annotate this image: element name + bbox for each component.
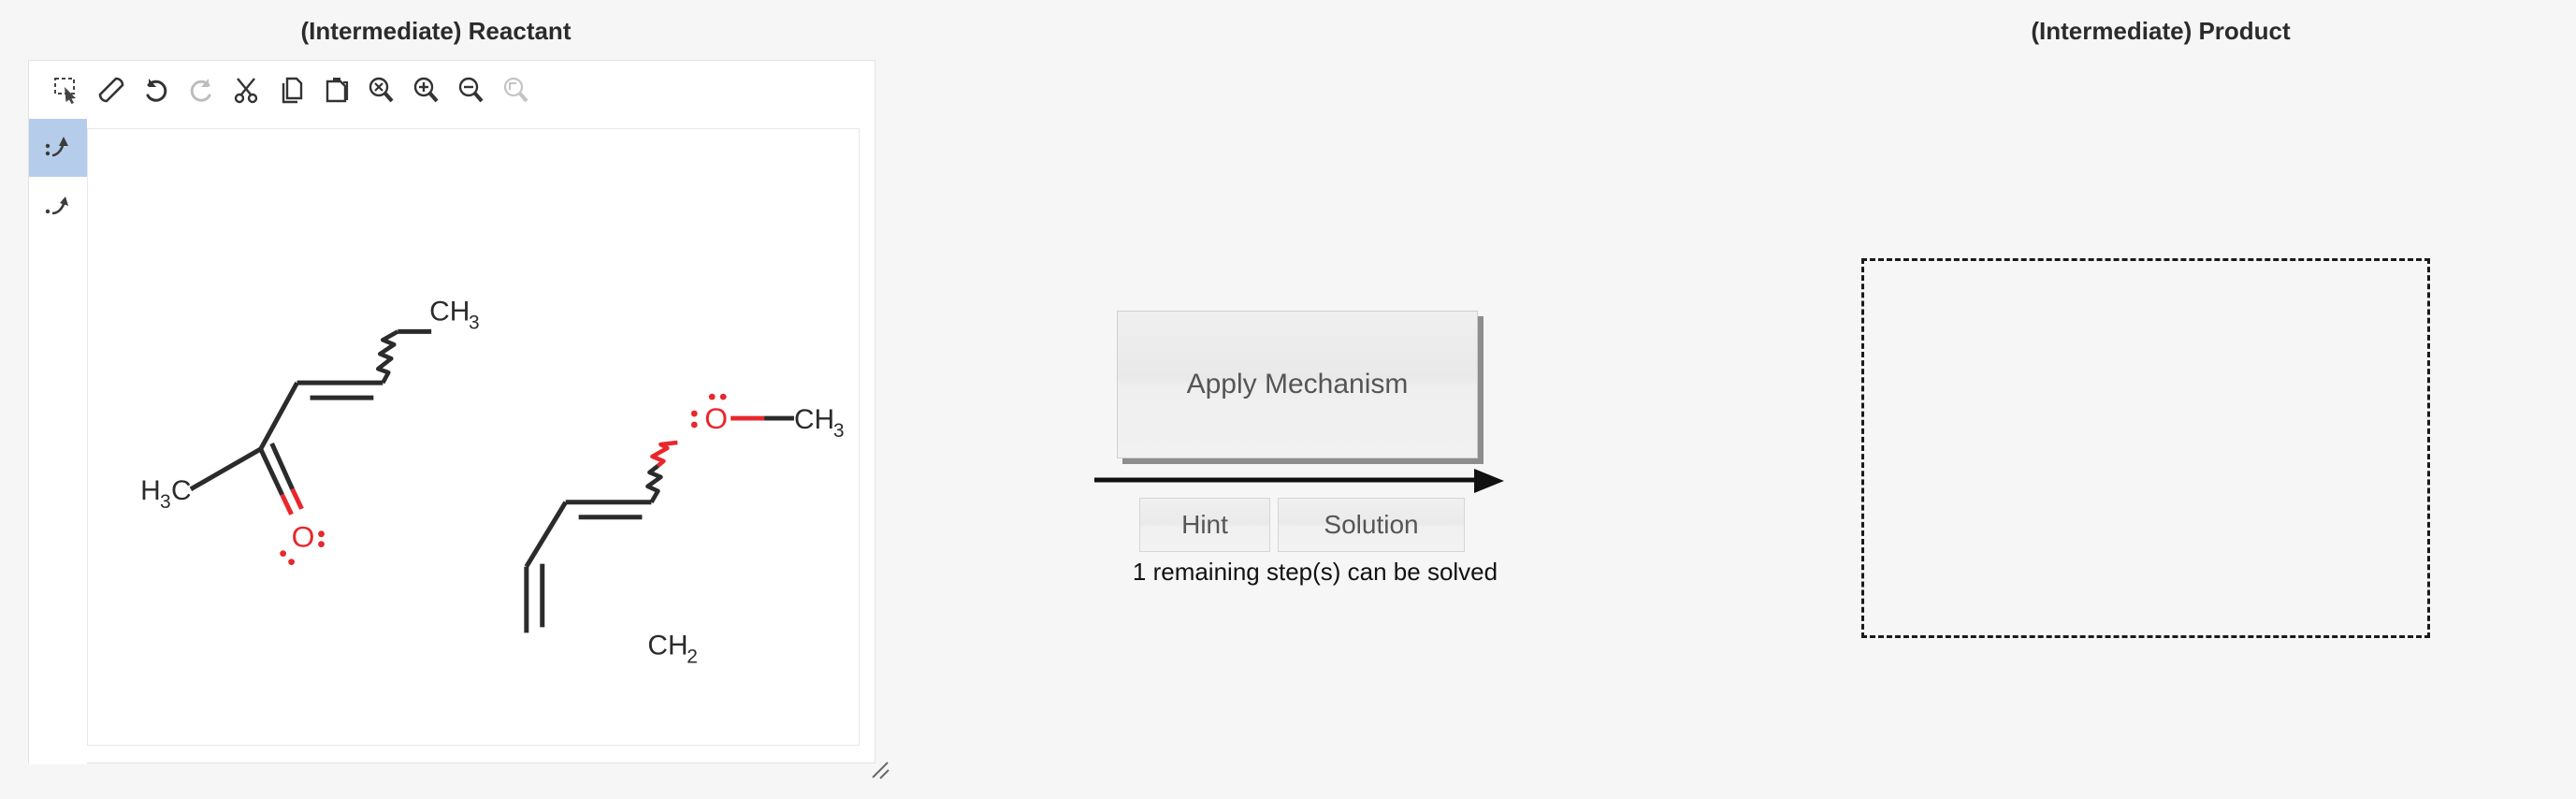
svg-text:CH: CH	[794, 404, 834, 435]
editor-tool-sidebar	[29, 119, 87, 764]
svg-text:H: H	[140, 475, 161, 506]
eraser-icon[interactable]	[89, 67, 134, 112]
apply-mechanism-button[interactable]: Apply Mechanism	[1117, 311, 1478, 458]
molecule-structures: H 3 C CH 3 O	[140, 296, 845, 667]
electron-pair-arrow-tool[interactable]	[29, 119, 87, 177]
molecule-editor-panel: H 3 C CH 3 O	[28, 60, 876, 764]
solution-button[interactable]: Solution	[1278, 498, 1465, 552]
select-icon[interactable]	[44, 67, 89, 112]
reaction-arrow-icon	[1094, 469, 1504, 493]
reactant-panel-title: (Intermediate) Reactant	[300, 17, 572, 45]
molecule-methoxybutadiene: CH 2 O CH 3	[524, 393, 845, 667]
undo-icon[interactable]	[134, 67, 179, 112]
svg-text:CH: CH	[647, 630, 687, 661]
zoom-in-icon[interactable]	[403, 67, 448, 112]
editor-toolbar	[29, 61, 875, 119]
cut-icon[interactable]	[224, 67, 268, 112]
hint-button[interactable]: Hint	[1139, 498, 1270, 552]
zoom-out-icon[interactable]	[448, 67, 493, 112]
svg-text:O: O	[704, 401, 728, 435]
structure-drawing-canvas[interactable]: H 3 C CH 3 O	[87, 128, 860, 746]
svg-text:C: C	[171, 475, 192, 506]
zoom-reset-icon[interactable]	[358, 67, 403, 112]
copy-icon[interactable]	[268, 67, 313, 112]
svg-text:3: 3	[160, 491, 171, 513]
product-drop-area[interactable]	[1861, 258, 2430, 638]
product-panel-title: (Intermediate) Product	[2031, 17, 2291, 45]
remaining-steps-status: 1 remaining step(s) can be solved	[1132, 558, 1498, 586]
paste-icon[interactable]	[313, 67, 358, 112]
mechanism-controls: Apply Mechanism Hint Solution 1 remainin…	[1094, 299, 1534, 586]
zoom-fit-icon	[493, 67, 538, 112]
svg-text:3: 3	[833, 420, 845, 442]
svg-text:3: 3	[469, 312, 480, 333]
svg-text:O: O	[292, 520, 315, 554]
editor-resize-handle[interactable]	[870, 760, 890, 780]
molecule-enone: H 3 C CH 3 O	[140, 296, 480, 565]
redo-icon	[179, 67, 224, 112]
single-electron-arrow-tool[interactable]	[29, 177, 87, 235]
svg-text:2: 2	[687, 646, 698, 667]
svg-text:CH: CH	[429, 296, 470, 327]
